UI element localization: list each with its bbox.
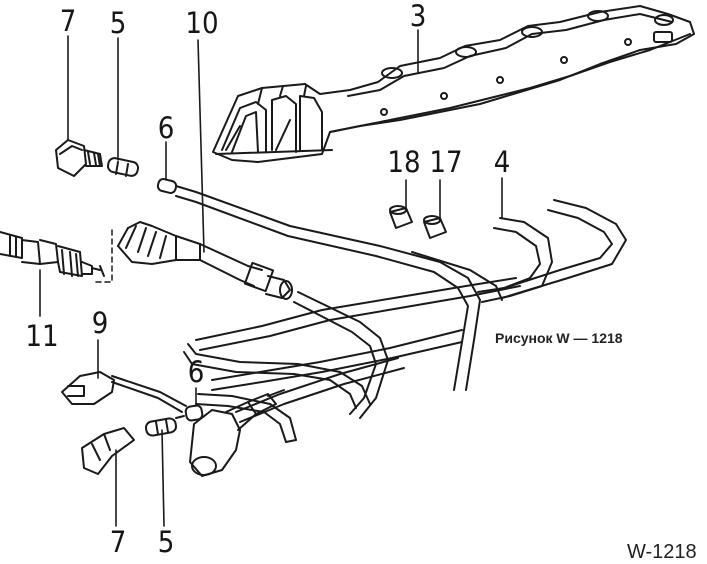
spark-plug-connector-part-10 [117, 221, 293, 300]
callout-5-top: 5 [109, 6, 127, 40]
callout-11: 11 [25, 319, 59, 353]
seal-part-6-top [156, 178, 178, 194]
callout-10: 10 [185, 6, 219, 40]
seal-part-6-bottom [184, 404, 204, 422]
angled-connector-part-7-bottom [81, 427, 135, 475]
leader-lines [39, 29, 503, 527]
callout-6-top: 6 [157, 111, 175, 145]
ignition-leads-part-4 [111, 185, 627, 443]
callout-7-bottom: 7 [109, 525, 127, 559]
spark-plug-part-11 [0, 231, 105, 277]
callout-9: 9 [91, 306, 109, 340]
grommet-part-18 [389, 205, 413, 229]
figure-code: W-1218 [627, 541, 697, 563]
callout-4: 4 [493, 145, 511, 179]
callout-6-bottom: 6 [187, 355, 205, 389]
figure-caption: Рисунок W — 1218 [495, 330, 623, 346]
callout-3: 3 [409, 0, 427, 33]
distributor-boot [189, 389, 285, 477]
callout-17: 17 [429, 145, 463, 179]
suppressor-part-5-bottom [144, 415, 185, 437]
grommet-part-17 [423, 215, 447, 239]
terminal-connector-part-9 [61, 371, 115, 405]
assembly-bracket-dashed [95, 225, 113, 283]
suppressor-part-5-top [106, 157, 140, 177]
ignition-lead-cover-part-3 [212, 5, 695, 163]
callout-18: 18 [387, 145, 421, 179]
callout-7-top: 7 [59, 4, 77, 38]
callout-5-bottom: 5 [157, 525, 175, 559]
angled-connector-part-7-top [55, 139, 103, 177]
